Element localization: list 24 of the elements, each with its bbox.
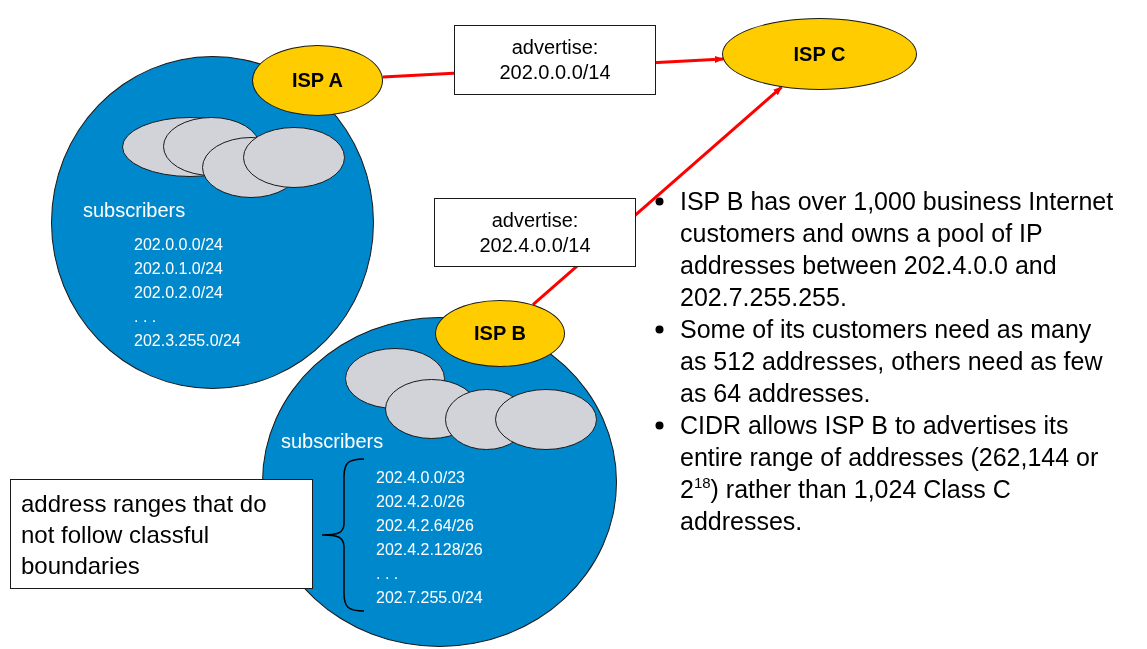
- note-text: address ranges that do not follow classful boundaries: [21, 489, 268, 581]
- address-text: 202.4.2.64/26: [376, 516, 475, 536]
- bullet-text: ISP B has over 1,000 business Internet customers and owns a pool of IP addresses between 202.4.0.0 and 202.7.255.255.: [680, 186, 1115, 313]
- bullet-text: CIDR allows ISP B to advertises its entire range of addresses (262,144 or 2$^{18}$) rather than 1,024 Class C addresses.: [680, 410, 1100, 537]
- subscriber-ellipses-drawing: [122, 117, 345, 198]
- bullet-text: Some of its customers need as many as 512 addresses, others need as few as 64 addresses.: [680, 314, 1104, 409]
- edge-label: advertise: 202.0.0.0/14: [454, 25, 656, 95]
- address-text: 202.7.255.0/24: [376, 588, 483, 608]
- address-text: 202.4.2.128/26: [376, 540, 483, 560]
- address-text: 202.4.2.0/26: [376, 492, 466, 512]
- isp-ellipse: ISP C: [722, 18, 917, 90]
- edge-label: advertise: 202.4.0.0/14: [434, 198, 636, 267]
- address-text: 202.0.2.0/24: [134, 283, 224, 303]
- subscribers-heading: subscribers: [83, 199, 186, 222]
- address-text: 202.4.0.0/23: [376, 468, 466, 488]
- address-text: . . .: [134, 307, 158, 327]
- isp-ellipse: ISP B: [435, 300, 565, 367]
- note-box: [10, 479, 313, 589]
- subscribers-heading: subscribers: [281, 430, 384, 453]
- address-text: . . .: [376, 564, 400, 584]
- address-text: 202.0.0.0/24: [134, 235, 224, 255]
- address-text: 202.0.1.0/24: [134, 259, 224, 279]
- address-text: 202.3.255.0/24: [134, 331, 241, 351]
- isp-ellipse: ISP A: [252, 45, 383, 116]
